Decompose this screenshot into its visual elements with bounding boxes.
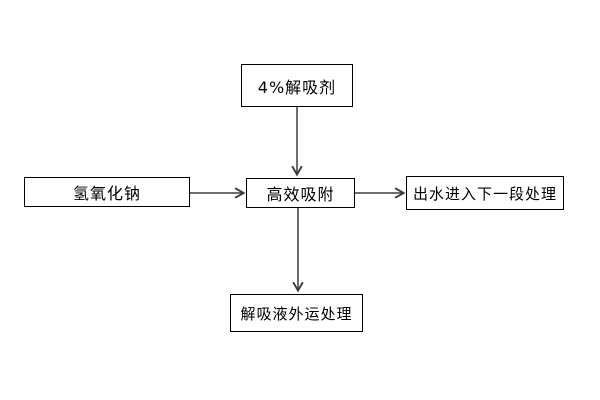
node-adsorption-label: 高效吸附 <box>266 185 335 204</box>
node-desorption-liquid-label: 解吸液外运处理 <box>240 304 353 323</box>
node-naoh-label: 氢氧化钠 <box>72 184 141 203</box>
node-effluent-label: 出水进入下一段处理 <box>412 184 557 203</box>
node-desorbent: 4%解吸剂 <box>241 64 353 107</box>
node-naoh: 氢氧化钠 <box>24 177 190 207</box>
node-desorbent-label: 4%解吸剂 <box>257 77 337 97</box>
node-adsorption: 高效吸附 <box>246 178 355 208</box>
node-effluent: 出水进入下一段处理 <box>406 176 564 210</box>
node-desorption-liquid: 解吸液外运处理 <box>230 294 363 332</box>
